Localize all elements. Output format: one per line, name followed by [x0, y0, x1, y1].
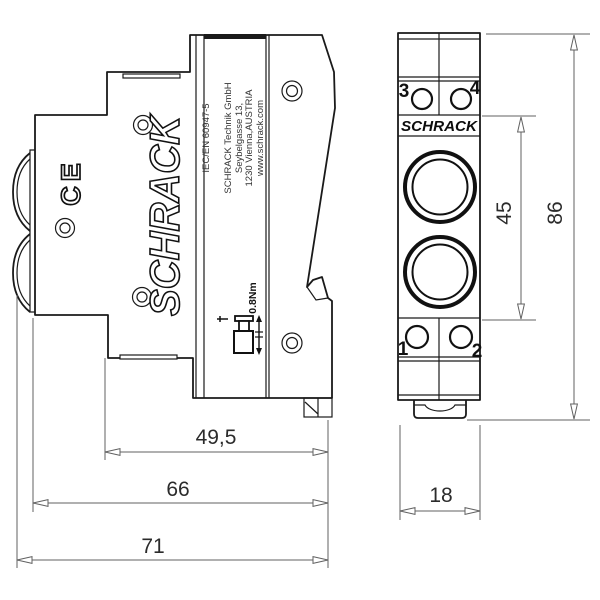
rail-slider-foot: [303, 397, 333, 418]
dim-arrow-down: [569, 403, 579, 420]
terminal-screw-1: [404, 324, 430, 350]
label-text-block: IEC/EN 60947-5 SCHRACK Technik GmbH Seyb…: [201, 82, 266, 193]
dim-arrow-right: [312, 498, 329, 508]
dimensions: 49,5 66 71 18 45: [16, 33, 590, 568]
terminal-number-2: 2: [472, 341, 483, 362]
wire-range-icon: [255, 315, 263, 355]
dim-arrow-left: [16, 555, 33, 565]
dim-arrow-right: [464, 506, 481, 516]
front-logo: SCHRACK: [401, 119, 479, 135]
dim-value-66: 66: [166, 478, 189, 501]
dim-arrow-down: [516, 303, 526, 320]
dim-arrow-up: [569, 34, 579, 51]
dim-arrow-left: [399, 506, 416, 516]
street-label: Seybelgasse 13,: [234, 103, 245, 173]
ce-mark: CE: [56, 158, 86, 206]
front-view: 3 4 SCHRACK 1 2: [397, 32, 483, 419]
side-logo: SCHRACK: [141, 113, 188, 316]
screw-hole-icon: [54, 217, 76, 239]
dim-arrow-left: [32, 498, 49, 508]
vent-slot-bottom: [119, 354, 178, 360]
dim-value-71: 71: [141, 535, 164, 558]
lens-dome-top: [12, 152, 31, 232]
indicator-lens-top: [403, 150, 477, 224]
torque-value: 0.8Nm: [247, 282, 259, 314]
dim-value-49-5: 49,5: [196, 426, 237, 449]
terminal-screw-4: [449, 87, 473, 111]
dimension-depth-step: 49,5: [104, 426, 329, 457]
city-label: 1230 Vienna,AUSTRIA: [244, 89, 255, 187]
din-clip-foot: [413, 400, 467, 419]
screw-hole-icon: [281, 80, 303, 102]
dimension-depth-total: 71: [16, 535, 329, 565]
dimension-lens-span: 45: [493, 116, 526, 320]
terminal-number-4: 4: [470, 78, 481, 99]
website-label: www.schrack.com: [255, 100, 266, 177]
indicator-lens-bottom: [403, 235, 477, 309]
vent-slot-top: [122, 73, 181, 79]
dimension-depth-body: 66: [32, 478, 329, 508]
terminal-number-1: 1: [398, 339, 409, 360]
terminal-number-3: 3: [399, 81, 410, 102]
din-hook-detail: [306, 286, 329, 301]
terminal-screw-3: [410, 87, 434, 111]
screw-hole-icon: [281, 332, 303, 354]
lens-dome-bottom: [12, 233, 31, 313]
lens-dome-bottom-inner: [16, 239, 31, 307]
torque-symbol: 0.8Nm: [217, 282, 263, 355]
dim-arrow-right: [312, 447, 329, 457]
dim-value-18: 18: [429, 484, 452, 507]
dim-arrow-right: [312, 555, 329, 565]
dimension-module-height: 86: [544, 34, 579, 420]
dimension-module-width: 18: [399, 484, 481, 516]
dim-value-86: 86: [544, 201, 567, 224]
screw-hole-icon: [132, 114, 154, 136]
dim-arrow-left: [104, 447, 121, 457]
screw-hole-icon: [131, 286, 153, 308]
side-view: SCHRACK CE IEC/EN 60947-5 SCHRACK Techni…: [12, 34, 336, 418]
dim-value-45: 45: [493, 201, 516, 224]
strip-length-icon: [217, 316, 228, 322]
standard-label: IEC/EN 60947-5: [201, 103, 212, 172]
terminal-screw-2: [448, 324, 474, 350]
manufacturer-label: SCHRACK Technik GmbH: [223, 82, 234, 193]
screwdriver-icon: [233, 315, 254, 354]
side-view-outline: [34, 34, 336, 399]
lens-dome-top-inner: [16, 158, 31, 226]
dim-arrow-up: [516, 116, 526, 133]
